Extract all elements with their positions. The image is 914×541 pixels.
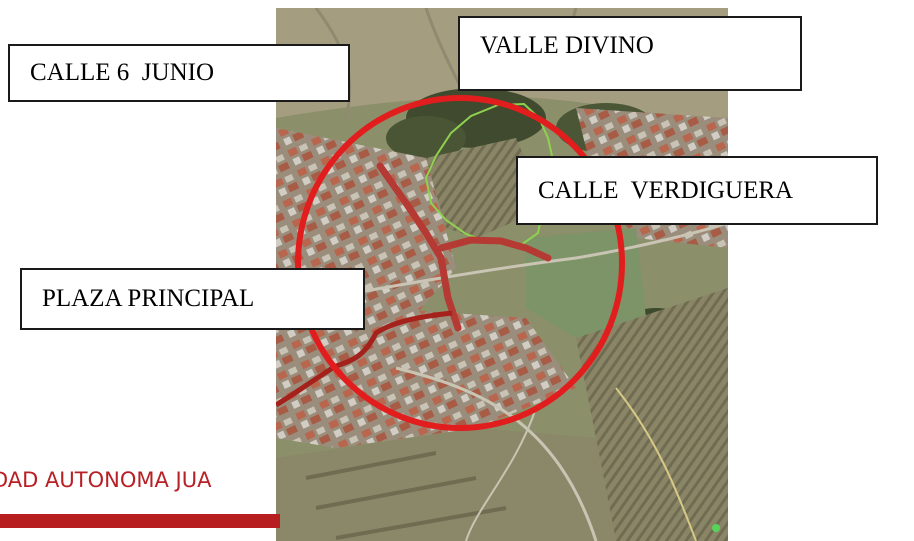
label-plaza-principal-text: PLAZA PRINCIPAL: [42, 285, 255, 312]
label-plaza-principal: PLAZA PRINCIPAL: [20, 268, 365, 330]
urban-area-south: [276, 308, 576, 448]
institution-footer-text: DAD AUTONOMA JUA: [0, 468, 212, 492]
calle-verdiguera-street: [437, 236, 552, 262]
label-calle-verdiguera: CALLE VERDIGUERA: [516, 156, 878, 225]
map-marker: [712, 524, 720, 532]
calle-6-junio-street: [376, 162, 462, 332]
label-calle-6-junio: CALLE 6 JUNIO: [8, 44, 350, 102]
area-highlight-circle: [295, 95, 625, 431]
label-calle-6-junio-text: CALLE 6 JUNIO: [30, 59, 215, 86]
label-valle-divino: VALLE DIVINO: [458, 16, 802, 91]
field-southeast: [576, 288, 728, 541]
plaza-principal-street: [276, 310, 453, 408]
institution-footer: DAD AUTONOMA JUA: [0, 468, 280, 492]
label-valle-divino-text: VALLE DIVINO: [480, 32, 654, 59]
urban-area-west: [276, 128, 456, 408]
footer-accent-bar: [0, 514, 280, 528]
label-calle-verdiguera-text: CALLE VERDIGUERA: [538, 176, 794, 204]
